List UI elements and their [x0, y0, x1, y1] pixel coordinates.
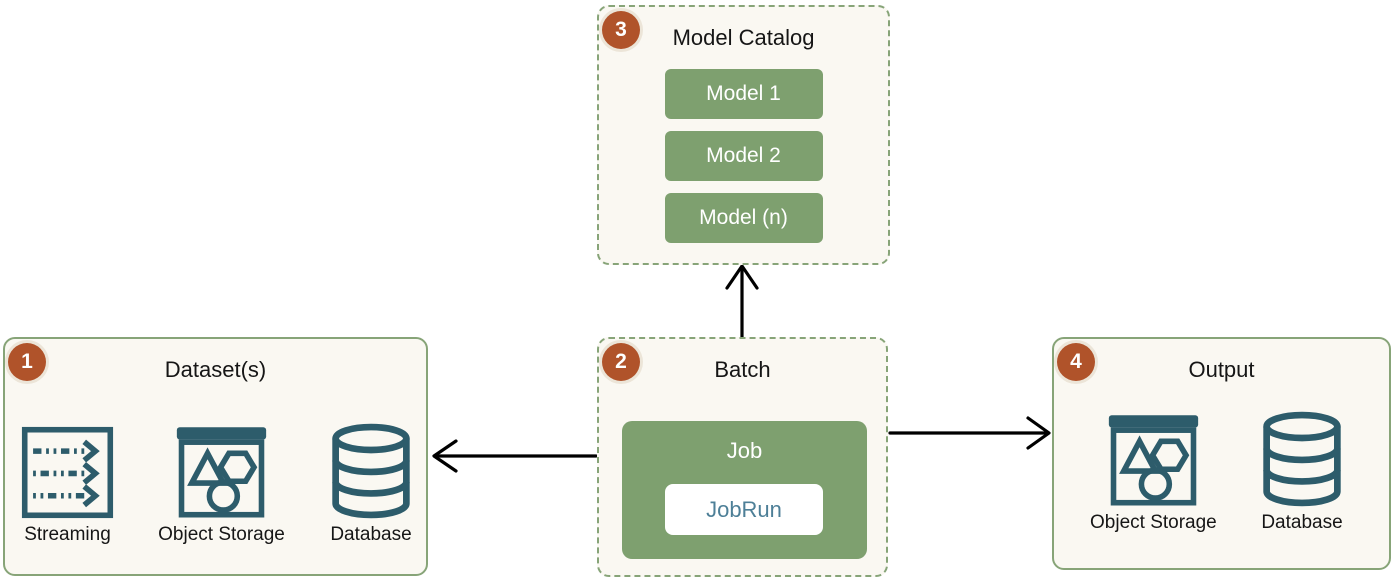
model-2-button: Model 2 — [664, 131, 823, 181]
database-icon — [332, 423, 410, 519]
arrow-batch-to-model-catalog — [725, 264, 759, 340]
output-box: 4 Output Object Storage — [1052, 337, 1391, 570]
model-1-button: Model 1 — [664, 69, 823, 119]
model-catalog-title: Model Catalog — [672, 25, 815, 50]
model-catalog-box: 3 Model Catalog Model 1 Model 2 Model (n… — [597, 5, 890, 265]
model-catalog-badge: 3 — [602, 11, 640, 49]
dataset-item-streaming: Streaming — [20, 426, 115, 546]
arrow-batch-to-output — [888, 416, 1051, 450]
output-icon-row: Object Storage Database — [1090, 411, 1345, 534]
database-label: Database — [1261, 512, 1343, 533]
database-label: Database — [330, 524, 412, 545]
batch-badge: 2 — [602, 343, 640, 381]
dataset-badge: 1 — [8, 343, 46, 381]
batch-title: Batch — [714, 357, 771, 382]
batch-box: 2 Batch Job JobRun — [597, 337, 888, 577]
arrow-batch-to-dataset — [432, 439, 598, 473]
dataset-item-object-storage: Object Storage — [158, 423, 285, 546]
object-storage-label: Object Storage — [1090, 512, 1217, 533]
database-icon — [1263, 411, 1341, 507]
streaming-label: Streaming — [24, 524, 111, 545]
streaming-icon — [21, 426, 114, 519]
object-storage-label: Object Storage — [158, 524, 285, 545]
output-item-object-storage: Object Storage — [1090, 411, 1217, 534]
object-storage-icon — [1108, 415, 1199, 506]
model-n-button: Model (n) — [664, 193, 823, 243]
output-item-database: Database — [1259, 411, 1345, 534]
job-label: Job — [726, 438, 763, 463]
object-storage-icon — [176, 427, 267, 518]
dataset-box: 1 Dataset(s) Streaming — [3, 337, 428, 576]
job-panel: Job JobRun — [622, 421, 867, 559]
output-title: Output — [1188, 357, 1255, 382]
model-list: Model 1 Model 2 Model (n) — [599, 69, 888, 243]
output-badge: 4 — [1057, 343, 1095, 381]
dataset-icon-row: Streaming Object Storage — [20, 423, 414, 546]
dataset-item-database: Database — [328, 423, 414, 546]
jobrun-button: JobRun — [665, 484, 823, 535]
dataset-title: Dataset(s) — [164, 357, 267, 382]
